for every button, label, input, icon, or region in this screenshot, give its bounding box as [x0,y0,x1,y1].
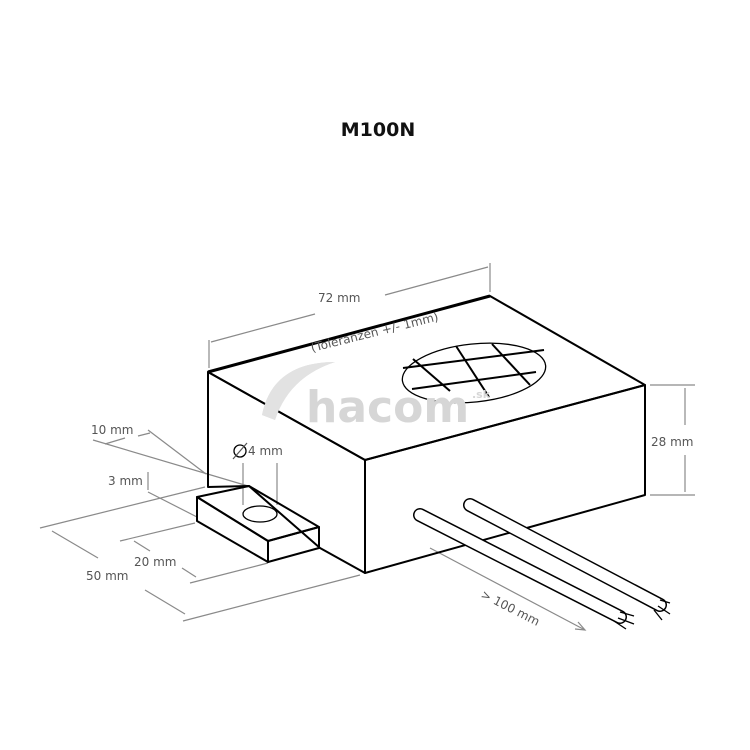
diameter-icon [233,444,247,458]
watermark-overlay [262,362,335,420]
tab-thickness-label: 3 mm [108,474,143,488]
mounting-tab [196,485,320,563]
tolerance-note: (Toleranzen +/- 1mm) [309,310,439,355]
height-label: 28 mm [651,435,693,449]
wires [413,498,671,630]
watermark-text-overlay: hacom [306,382,469,433]
mounting-hole [242,505,278,523]
dimension-lines [39,263,695,631]
watermark-suffix-overlay: .sk [472,388,491,401]
tab-length-label: 20 mm [134,555,176,569]
length-label: 72 mm [318,291,360,305]
svg-text:4 mm: 4 mm [248,444,283,458]
wire-length-label: > 100 mm [479,587,542,629]
module-box [207,294,646,574]
depth-label: 50 mm [86,569,128,583]
title: M100N [341,119,415,141]
hole-diameter-label: 4 mm [232,442,283,460]
tab-width-label: 10 mm [91,423,133,437]
vent-grill [401,342,547,404]
